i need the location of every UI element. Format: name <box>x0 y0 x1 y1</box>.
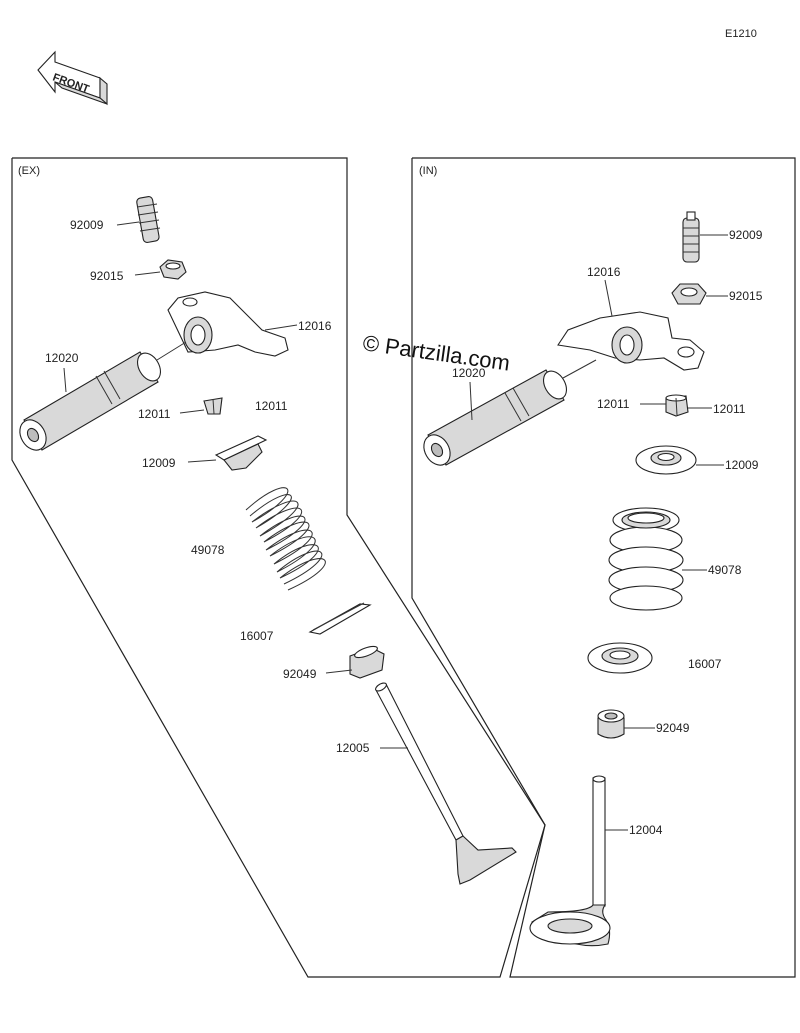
in-keeper-left-label: 12011 <box>597 397 630 411</box>
front-arrow-icon: FRONT <box>37 50 108 106</box>
ex-plug-part <box>136 196 161 243</box>
in-plug-part <box>682 211 700 263</box>
ex-rocker-arm-label: 12016 <box>298 319 332 333</box>
in-seal-part <box>597 709 625 739</box>
ex-nut-label: 92015 <box>90 269 124 283</box>
ex-plug-label: 92009 <box>70 218 104 232</box>
ex-spring-part <box>245 487 326 591</box>
in-seal-label: 92049 <box>656 721 690 735</box>
in-shaft-part <box>423 369 568 466</box>
ex-shaft-label: 12020 <box>45 351 79 365</box>
in-keeper-right-label: 12011 <box>713 402 746 416</box>
in-nut-part <box>671 283 707 305</box>
watermark: © Partzilla.com <box>361 330 511 375</box>
ex-shaft-part <box>19 351 162 451</box>
in-seat-part <box>587 642 653 674</box>
in-spring-part <box>608 507 684 611</box>
ex-valve-part <box>375 682 517 885</box>
in-keeper-part <box>665 394 689 417</box>
ex-seal-part <box>349 645 385 679</box>
exhaust-frame <box>11 157 546 978</box>
ex-retainer-part <box>214 435 268 471</box>
in-shaft-label: 12020 <box>452 366 486 380</box>
in-rocker-arm-label: 12016 <box>587 265 621 279</box>
ex-rocker-arm-part <box>167 291 289 357</box>
intake-header: (IN) <box>419 165 437 177</box>
ex-keeper-right-label: 12011 <box>255 399 288 413</box>
ex-spring-label: 49078 <box>191 543 225 557</box>
in-valve-part <box>529 775 611 947</box>
exhaust-header: (EX) <box>18 165 40 177</box>
ex-seat-label: 16007 <box>240 629 274 643</box>
in-seat-label: 16007 <box>688 657 722 671</box>
in-retainer-label: 12009 <box>725 458 759 472</box>
ex-valve-label: 12005 <box>336 741 370 755</box>
ex-seat-part <box>308 602 372 635</box>
in-rocker-arm-part <box>557 311 705 371</box>
ex-retainer-label: 12009 <box>142 456 176 470</box>
in-spring-label: 49078 <box>708 563 742 577</box>
in-plug-label: 92009 <box>729 228 763 242</box>
ex-nut-part <box>159 259 187 280</box>
diagram-id: E1210 <box>725 28 757 40</box>
ex-keeper-left-label: 12011 <box>138 407 171 421</box>
in-valve-label: 12004 <box>629 823 663 837</box>
in-nut-label: 92015 <box>729 289 763 303</box>
ex-keeper-part <box>203 397 223 415</box>
intake-frame <box>411 157 796 978</box>
ex-seal-label: 92049 <box>283 667 317 681</box>
in-retainer-part <box>635 445 697 475</box>
